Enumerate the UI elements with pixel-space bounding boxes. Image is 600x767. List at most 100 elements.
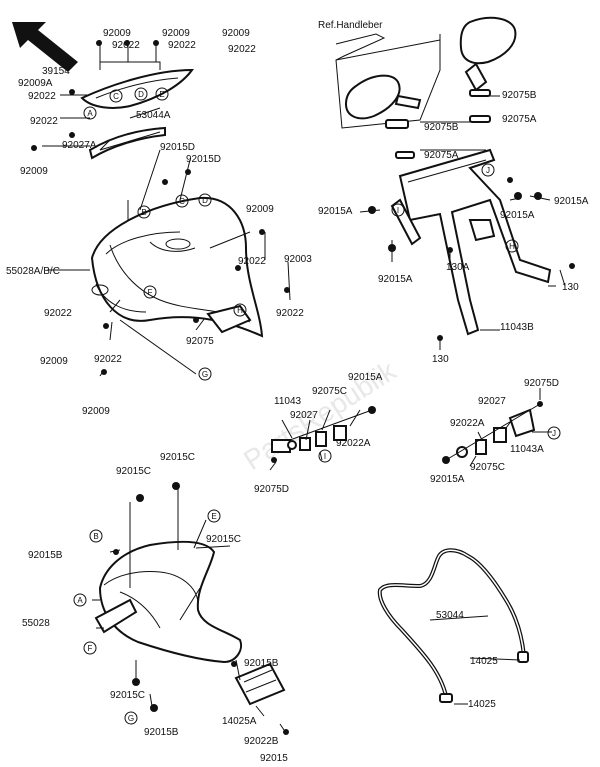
fasteners-lower: [113, 482, 289, 735]
callout-letter: F: [148, 288, 153, 297]
callout-letter: E: [211, 512, 216, 521]
callout-marker: G: [124, 711, 138, 725]
callout-marker: A: [73, 593, 87, 607]
part-label: 39154: [42, 66, 70, 77]
part-label: 92015D: [186, 154, 221, 165]
part-label: 92022: [94, 354, 122, 365]
part-label: 92009A: [18, 78, 53, 89]
part-label: 55028A/B/C: [6, 266, 60, 277]
callout-letter: J: [486, 166, 490, 175]
callout-marker: H: [233, 303, 247, 317]
part-label: 92027: [478, 396, 506, 407]
part-label: 92075A: [424, 150, 459, 161]
part-label: 14025A: [222, 716, 257, 727]
callout-marker: F: [83, 641, 97, 655]
part-label: 92015A: [430, 474, 465, 485]
part-label: 92015B: [244, 658, 279, 669]
right-mirror-part: [459, 16, 517, 92]
callout-marker: D: [134, 87, 148, 101]
callout-markers: C D E A B C D F G H I J H I J B E A F G: [73, 87, 561, 725]
part-label: 14025: [470, 656, 498, 667]
callout-marker: J: [481, 163, 495, 177]
callout-letter: E: [159, 90, 164, 99]
part-label: 92009: [246, 204, 274, 215]
part-label: 92027A: [62, 140, 97, 151]
part-label: 92003: [284, 254, 312, 265]
direction-arrow-icon: [12, 22, 78, 72]
part-label: 92075B: [502, 90, 537, 101]
part-label: 92022A: [336, 438, 371, 449]
lower-cowl-part: [94, 540, 242, 664]
part-label: 92009: [82, 406, 110, 417]
reference-box: [335, 33, 441, 129]
part-label: 92015A: [554, 196, 589, 207]
callout-marker: C: [109, 89, 123, 103]
part-label: 92075A: [502, 114, 537, 125]
part-label: 92015A: [348, 372, 383, 383]
callout-marker: C: [175, 194, 189, 208]
callout-letter: C: [179, 197, 185, 206]
part-label: 92022: [238, 256, 266, 267]
part-label: 92022: [168, 40, 196, 51]
cowl-stay-frame-part: [390, 148, 552, 336]
part-label: 92015C: [116, 466, 151, 477]
part-label: 130: [562, 282, 579, 293]
callout-marker: H: [505, 239, 519, 253]
callout-marker: F: [143, 285, 157, 299]
part-label: 92022: [44, 308, 72, 319]
part-label: 55028: [22, 618, 50, 629]
lower-cowl-bracket-part: [234, 662, 286, 706]
part-label: 53044: [436, 610, 464, 621]
callout-letter: D: [202, 196, 208, 205]
cowl-bracket-part: [206, 304, 252, 334]
part-label: 11043: [274, 396, 302, 407]
left-mirror-part: [344, 74, 422, 120]
callout-marker: G: [198, 367, 212, 381]
part-label: 92075: [186, 336, 214, 347]
part-label: 92022: [112, 40, 140, 51]
part-label: 92015: [260, 753, 288, 764]
callout-marker: J: [547, 426, 561, 440]
part-label: 92027: [290, 410, 318, 421]
windshield-trim-part: [88, 126, 166, 160]
part-label: 11043A: [510, 444, 544, 455]
callout-letter: F: [88, 644, 93, 653]
callout-letter: J: [552, 429, 556, 438]
callout-letter: D: [138, 90, 144, 99]
part-label: 92009: [40, 356, 68, 367]
part-label: 92015C: [110, 690, 145, 701]
part-label: 92009: [20, 166, 48, 177]
part-label: 92009: [222, 28, 250, 39]
callout-letter: I: [324, 452, 326, 461]
upper-cowl-part: [90, 196, 264, 338]
callout-letter: H: [237, 306, 243, 315]
callout-marker: B: [137, 205, 151, 219]
part-label: 92022B: [244, 736, 279, 747]
callout-letter: A: [77, 596, 83, 605]
part-label: 92009: [162, 28, 190, 39]
callout-letter: G: [128, 714, 134, 723]
reference-label: Ref.Handleber: [318, 20, 383, 31]
part-label: 92015C: [206, 534, 241, 545]
part-label: 92015B: [144, 727, 179, 738]
callout-letter: B: [141, 208, 146, 217]
callout-marker: I: [391, 203, 405, 217]
part-label: 92022A: [450, 418, 485, 429]
part-label: 92015C: [160, 452, 195, 463]
part-label: 92015A: [500, 210, 535, 221]
callout-marker: A: [83, 106, 97, 120]
part-label: 92009: [103, 28, 131, 39]
part-label: 92075B: [424, 122, 459, 133]
callout-letter: G: [202, 370, 208, 379]
part-label: 92075D: [524, 378, 559, 389]
part-label: 11043B: [500, 322, 534, 333]
part-label: 92015A: [378, 274, 413, 285]
part-label: 92022: [30, 116, 58, 127]
part-label: 130A: [446, 262, 470, 273]
callout-marker: D: [198, 193, 212, 207]
bolt-set-middle-left: [269, 406, 376, 471]
fasteners-upper-right: [368, 177, 575, 341]
part-label: 92015B: [28, 550, 63, 561]
part-label: 92022: [28, 91, 56, 102]
